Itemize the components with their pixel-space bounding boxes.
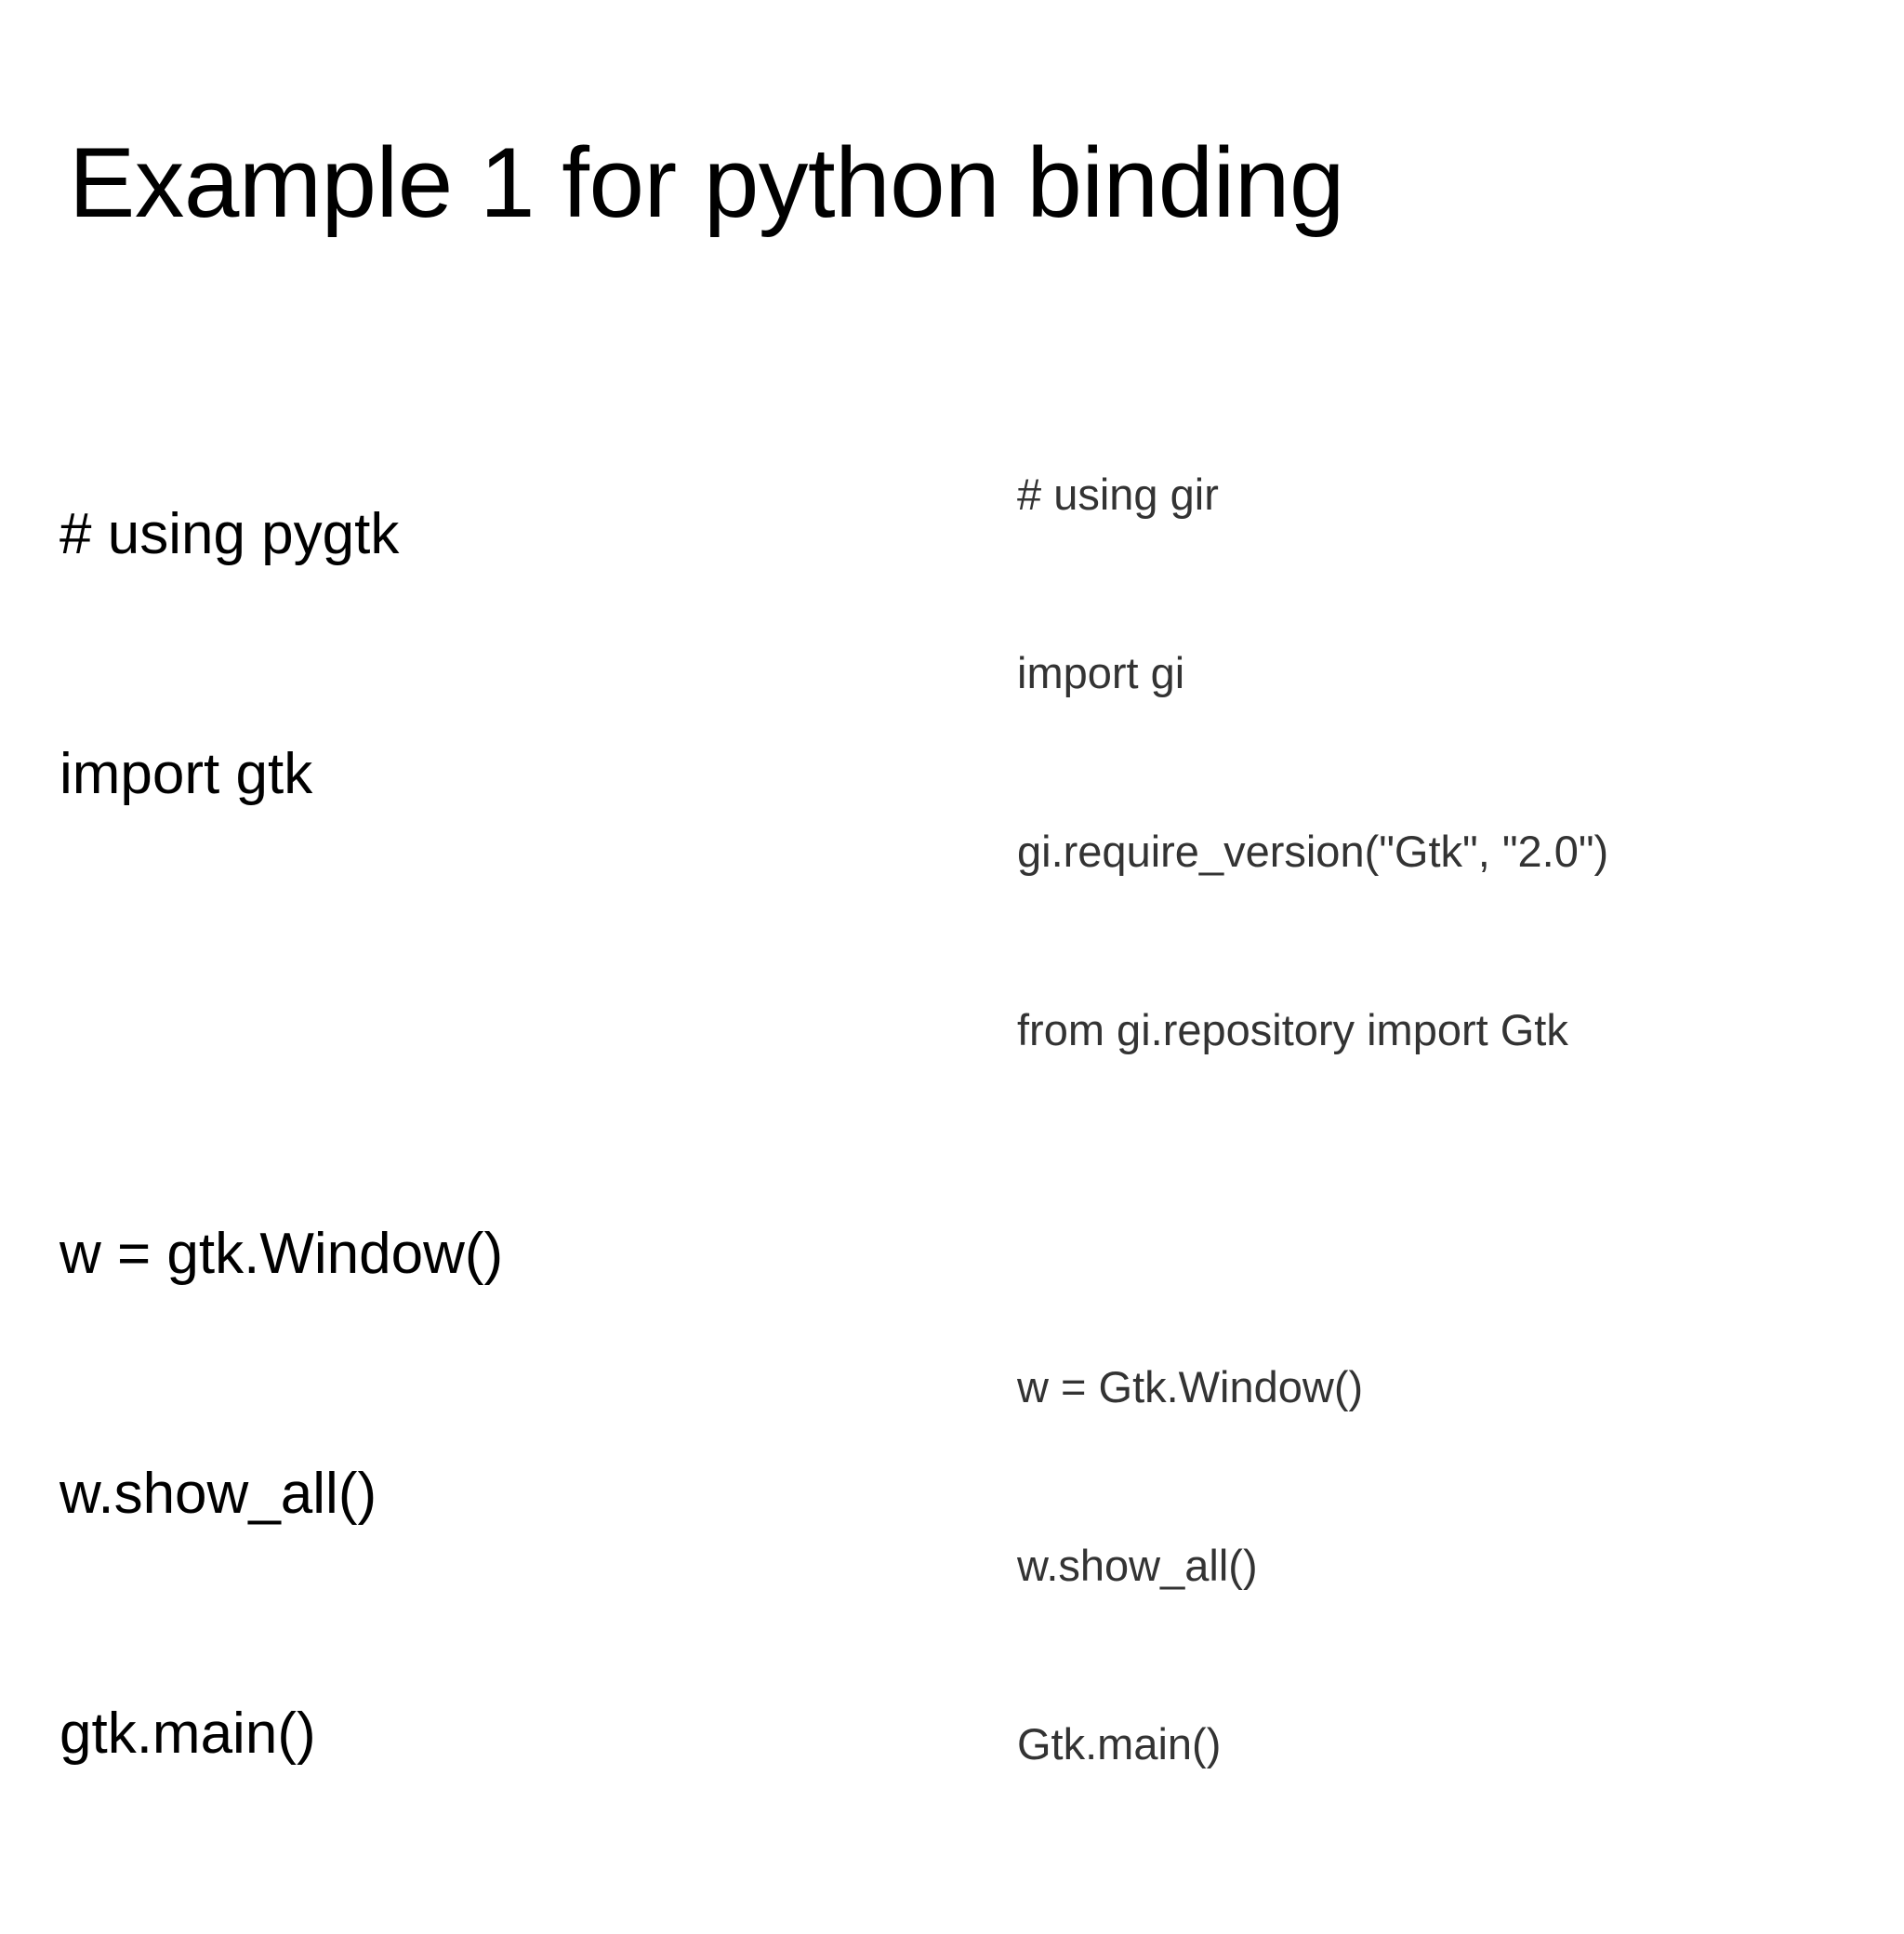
code-line: import gtk — [60, 742, 313, 806]
code-block-gir: # using gir import gi gi.require_version… — [1017, 346, 1608, 1893]
code-line: w.show_all() — [1017, 1541, 1258, 1590]
code-line: gi.require_version("Gtk", "2.0") — [1017, 827, 1609, 876]
code-line: # using pygtk — [60, 502, 400, 566]
code-line: # using gir — [1017, 470, 1219, 519]
code-line: Gtk.main() — [1017, 1719, 1222, 1768]
code-line: w = gtk.Window() — [60, 1222, 504, 1286]
code-line: w.show_all() — [60, 1462, 377, 1526]
code-line: from gi.repository import Gtk — [1017, 1005, 1568, 1054]
code-line-blank — [1017, 1179, 1608, 1239]
presentation-slide: Example 1 for python binding # using pyg… — [60, 126, 1609, 1768]
code-line: gtk.main() — [60, 1702, 316, 1766]
page-title: Example 1 for python binding — [69, 126, 1344, 238]
code-line: import gi — [1017, 648, 1185, 697]
code-block-pygtk: # using pygtk import gtk w = gtk.Window(… — [60, 335, 503, 1934]
code-line: w = Gtk.Window() — [1017, 1362, 1364, 1411]
code-line-blank — [60, 974, 503, 1054]
